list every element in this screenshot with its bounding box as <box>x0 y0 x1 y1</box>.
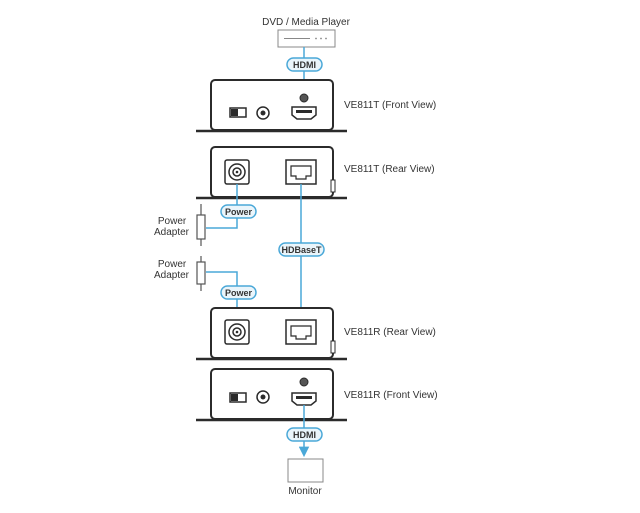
round-port-icon <box>256 390 270 404</box>
monitor-icon <box>287 458 324 483</box>
power-cable-bottom <box>206 271 238 316</box>
hdmi-pill-top-label: HDMI <box>293 60 316 70</box>
dvd-player-icon <box>277 29 336 48</box>
power-adapter-plug-top-icon <box>196 204 206 246</box>
ve811r-rear-device <box>196 307 347 361</box>
toggle-switch-icon <box>229 392 247 403</box>
dvd-player-label: DVD / Media Player <box>262 17 350 28</box>
power-jack-icon <box>224 319 250 345</box>
power-pill-top-label: Power <box>225 207 253 217</box>
ve811r-rear-label: VE811R (Rear View) <box>344 327 436 338</box>
indicator-led-icon <box>299 93 309 103</box>
hdmi-port-icon <box>291 106 317 120</box>
power-adapter-plug-bottom-icon <box>196 256 206 291</box>
power-adapter-top-label: Power Adapter <box>154 216 190 238</box>
power-cable-top <box>206 184 238 229</box>
power-pill-bottom-label: Power <box>225 288 253 298</box>
rj45-port-icon <box>285 159 317 185</box>
power-pill-bottom: Power <box>220 285 257 300</box>
ve811t-rear-label: VE811T (Rear View) <box>344 164 435 175</box>
rj45-port-icon <box>285 319 317 345</box>
hdmi-pill-bottom-label: HDMI <box>293 430 316 440</box>
round-port-icon <box>256 106 270 120</box>
indicator-led-icon <box>299 377 309 387</box>
monitor-label: Monitor <box>288 486 322 497</box>
hdmi-pill-bottom: HDMI <box>286 427 323 442</box>
hdmi-pill-top: HDMI <box>286 57 323 72</box>
ve811t-front-label: VE811T (Front View) <box>344 100 436 111</box>
hdmi-port-icon <box>291 392 317 406</box>
hdbaset-pill: HDBaseT <box>278 242 325 257</box>
hdbaset-pill-label: HDBaseT <box>281 245 322 255</box>
toggle-switch-icon <box>229 107 247 118</box>
ve811t-front-device <box>196 79 347 133</box>
ve811t-rear-device <box>196 146 347 200</box>
ve811r-front-label: VE811R (Front View) <box>344 390 438 401</box>
power-pill-top: Power <box>220 204 257 219</box>
power-jack-icon <box>224 159 250 185</box>
power-adapter-bottom-label: Power Adapter <box>154 259 190 281</box>
ve811r-front-device <box>196 368 347 422</box>
